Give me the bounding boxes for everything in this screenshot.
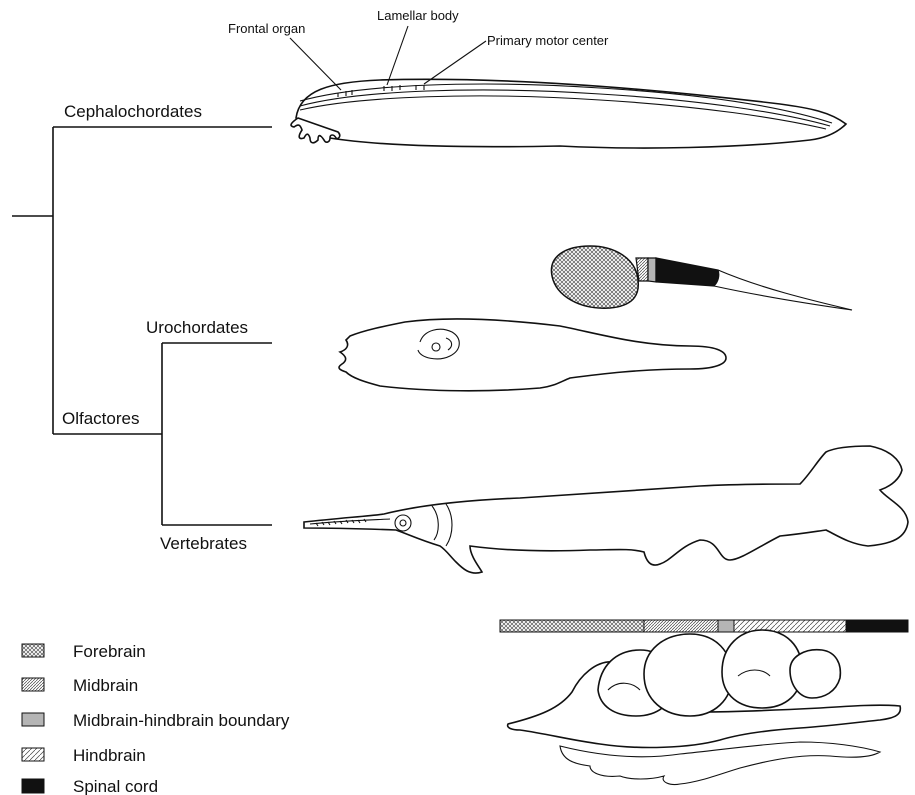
urochordate-larva [339, 319, 726, 391]
ascidian-tail-nerve-lower [714, 286, 852, 310]
bar-forebrain [500, 620, 644, 632]
legend-label-spinal-cord: Spinal cord [73, 777, 158, 795]
primary-motor-center-leader [424, 41, 486, 84]
bar-hindbrain [734, 620, 846, 632]
legend-label-midbrain: Midbrain [73, 676, 138, 695]
legend-label-forebrain: Forebrain [73, 642, 146, 661]
phylogenetic-tree: Cephalochordates Urochordates Olfactores… [12, 102, 272, 553]
label-vertebrates: Vertebrates [160, 534, 247, 553]
legend-swatch-spinal-cord [22, 779, 44, 793]
amphioxus-body [296, 79, 846, 148]
label-primary-motor-center: Primary motor center [487, 33, 609, 48]
vertebrate-brain-illustration [508, 630, 901, 785]
ascidian-boundary [648, 258, 656, 282]
brain-cerebellum [790, 650, 840, 698]
legend: Forebrain Midbrain Midbrain-hindbrain bo… [22, 642, 290, 795]
legend-label-hindbrain: Hindbrain [73, 746, 146, 765]
legend-swatch-midbrain [22, 678, 44, 691]
vertebrate-fish [304, 446, 908, 573]
legend-swatch-hindbrain [22, 748, 44, 761]
lamellar-body-leader [387, 26, 408, 85]
amphioxus-annotations: Frontal organ Lamellar body Primary moto… [228, 8, 609, 90]
label-olfactores: Olfactores [62, 409, 139, 428]
fish-body [304, 446, 908, 573]
brain-telencephalon [644, 634, 732, 716]
bar-midbrain [644, 620, 718, 632]
ascidian-forebrain [551, 246, 638, 308]
brain-ventral-nerves [560, 742, 880, 785]
legend-swatch-forebrain [22, 644, 44, 657]
legend-swatch-boundary [22, 713, 44, 726]
label-frontal-organ: Frontal organ [228, 21, 305, 36]
neural-regions-bar [500, 620, 908, 632]
ascidian-spinal-region [656, 258, 719, 286]
frontal-organ-leader [290, 38, 341, 90]
label-urochordates: Urochordates [146, 318, 248, 337]
ascidian-tail-nerve-upper [718, 270, 852, 310]
legend-label-boundary: Midbrain-hindbrain boundary [73, 711, 290, 730]
bar-spinal-cord [846, 620, 908, 632]
bar-boundary [718, 620, 734, 632]
amphioxus-illustration [291, 79, 846, 148]
tadpole-body [339, 319, 726, 391]
ascidian-larva-brain [551, 246, 852, 310]
label-cephalochordates: Cephalochordates [64, 102, 202, 121]
label-lamellar-body: Lamellar body [377, 8, 459, 23]
